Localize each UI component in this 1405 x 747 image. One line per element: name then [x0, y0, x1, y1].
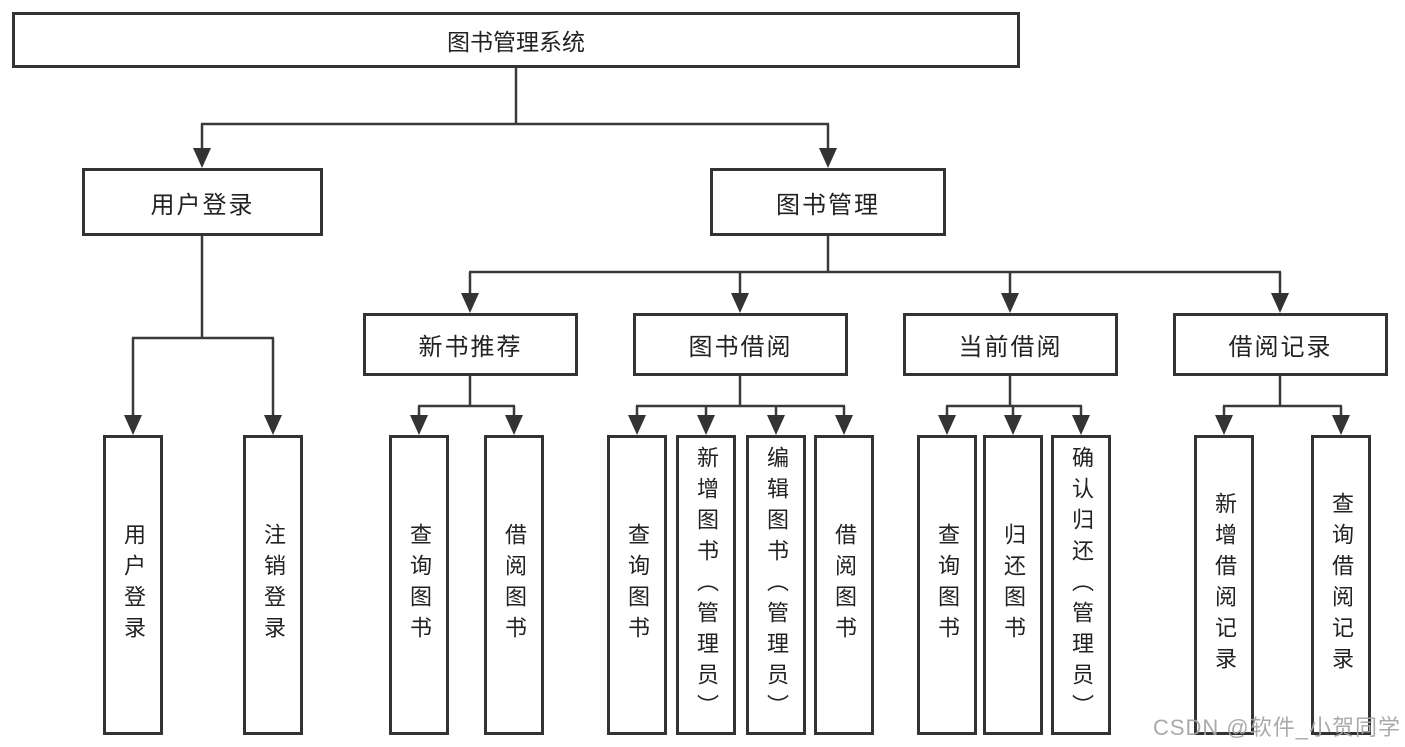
leaf-query-books-1: 查询图书	[389, 435, 449, 735]
leaf-add-books-admin: 新增图书（管理员）	[676, 435, 736, 735]
node-root: 图书管理系统	[12, 12, 1020, 68]
node-book-borrowing: 图书借阅	[633, 313, 848, 376]
leaf-add-borrow-record-label: 新增借阅记录	[1212, 492, 1237, 678]
leaf-logout: 注销登录	[243, 435, 303, 735]
leaf-borrow-books-1-label: 借阅图书	[502, 523, 527, 647]
leaf-query-borrow-record-label: 查询借阅记录	[1329, 492, 1354, 678]
arrowheads	[124, 148, 1350, 435]
leaf-user-login: 用户登录	[103, 435, 163, 735]
leaf-borrow-books-2-label: 借阅图书	[832, 523, 857, 647]
node-new-book-recommend-label: 新书推荐	[418, 334, 523, 361]
leaf-logout-label: 注销登录	[261, 523, 286, 647]
node-current-borrowing: 当前借阅	[903, 313, 1118, 376]
node-book-borrowing-label: 图书借阅	[688, 334, 793, 361]
node-user-login-label: 用户登录	[150, 191, 255, 219]
leaf-borrow-books-2: 借阅图书	[814, 435, 874, 735]
node-borrowing-records-label: 借阅记录	[1228, 334, 1333, 361]
node-current-borrowing-label: 当前借阅	[958, 334, 1063, 361]
leaf-query-borrow-record: 查询借阅记录	[1311, 435, 1371, 735]
node-user-login: 用户登录	[82, 168, 323, 236]
leaf-edit-books-admin-label: 编辑图书（管理员）	[764, 445, 789, 725]
leaf-query-books-3-label: 查询图书	[935, 523, 960, 647]
csdn-watermark: CSDN @软件_小贺同学	[1152, 715, 1401, 740]
leaf-query-books-1-label: 查询图书	[407, 523, 432, 647]
leaf-query-books-3: 查询图书	[917, 435, 977, 735]
leaf-confirm-return-admin-label: 确认归还（管理员）	[1069, 445, 1094, 725]
leaf-return-books: 归还图书	[983, 435, 1043, 735]
node-book-management: 图书管理	[710, 168, 946, 236]
leaf-add-books-admin-label: 新增图书（管理员）	[694, 445, 719, 725]
node-root-label: 图书管理系统	[447, 29, 585, 55]
leaf-query-books-2-label: 查询图书	[625, 523, 650, 647]
leaf-edit-books-admin: 编辑图书（管理员）	[746, 435, 806, 735]
leaf-return-books-label: 归还图书	[1001, 523, 1026, 647]
leaf-query-books-2: 查询图书	[607, 435, 667, 735]
leaf-borrow-books-1: 借阅图书	[484, 435, 544, 735]
leaf-user-login-label: 用户登录	[121, 523, 146, 647]
leaf-confirm-return-admin: 确认归还（管理员）	[1051, 435, 1111, 735]
node-borrowing-records: 借阅记录	[1173, 313, 1388, 376]
leaf-add-borrow-record: 新增借阅记录	[1194, 435, 1254, 735]
node-new-book-recommend: 新书推荐	[363, 313, 578, 376]
node-book-management-label: 图书管理	[776, 191, 880, 219]
